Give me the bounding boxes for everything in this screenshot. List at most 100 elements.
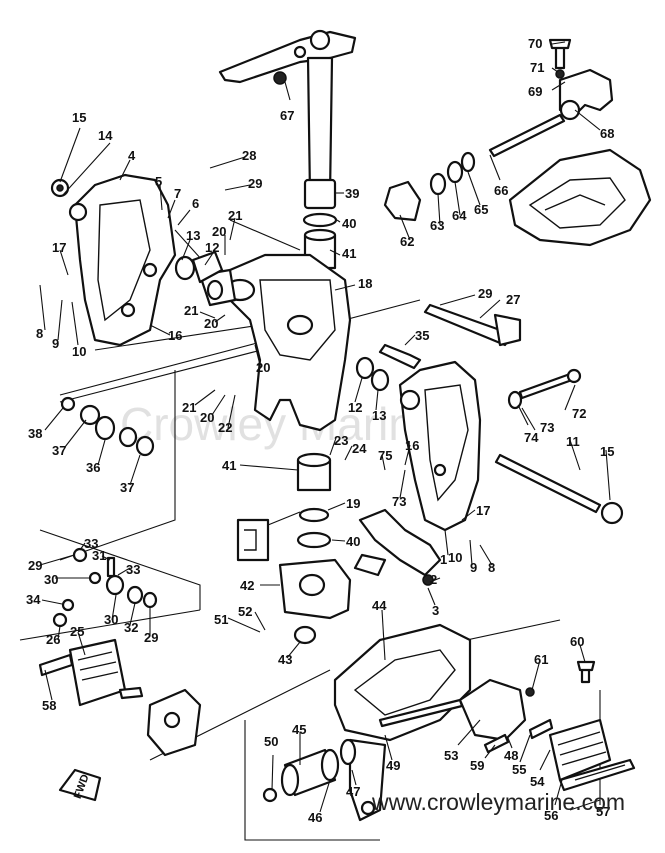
part-label-48: 48	[504, 748, 518, 763]
part-label-54: 54	[530, 774, 545, 789]
bushing-set-12-13-left	[174, 250, 224, 301]
part-label-34: 34	[26, 592, 41, 607]
part-label-40-bottom: 40	[346, 534, 360, 549]
leader-lines	[39, 41, 611, 813]
part-label-50: 50	[264, 734, 278, 749]
anode-56	[548, 718, 612, 782]
part-label-19: 19	[346, 496, 360, 511]
link-rod-27	[423, 303, 522, 347]
part-label-9-right: 9	[470, 560, 477, 575]
bracket-2	[353, 508, 442, 586]
bolt-72	[507, 368, 582, 410]
part-label-47: 47	[346, 784, 360, 799]
part-label-58: 58	[42, 698, 56, 713]
bushing-set-62-65	[383, 151, 476, 222]
part-label-66: 66	[494, 183, 508, 198]
part-label-2: 2	[430, 572, 437, 587]
part-label-25: 25	[70, 624, 84, 639]
inset-detail	[236, 511, 301, 562]
part-label-29-lowleft: 29	[28, 558, 42, 573]
part-label-43: 43	[278, 652, 292, 667]
part-label-16-right: 16	[405, 438, 419, 453]
trim-bracket-right-lower	[458, 678, 554, 754]
part-label-39: 39	[345, 186, 359, 201]
part-label-20-mid: 20	[204, 316, 218, 331]
clamp-bracket-left	[50, 173, 177, 347]
watermark-text: Crowley Marine	[120, 398, 440, 450]
part-label-24: 24	[352, 441, 367, 456]
part-label-67: 67	[280, 108, 294, 123]
part-number-labels: 70 71 69 68 67 15 14 4 28 29 39 40 66 65…	[26, 36, 614, 825]
clamp-bracket-right	[398, 360, 482, 532]
part-label-3: 3	[432, 603, 439, 618]
part-label-35: 35	[415, 328, 429, 343]
transom-plate	[508, 148, 652, 247]
part-label-49: 49	[386, 758, 400, 773]
part-label-26: 26	[46, 632, 60, 647]
part-label-5: 5	[155, 174, 162, 189]
part-label-73-right: 73	[540, 420, 554, 435]
steering-shaft	[302, 56, 338, 270]
swivel-bracket	[198, 253, 352, 432]
part-label-65: 65	[474, 202, 488, 217]
part-label-11: 11	[566, 434, 580, 449]
part-label-20-low: 20	[200, 410, 214, 425]
part-label-32: 32	[124, 620, 138, 635]
steering-arm	[218, 29, 357, 85]
part-label-16-left: 16	[168, 328, 182, 343]
part-label-63: 63	[430, 218, 444, 233]
bushing-set-12-13-right	[355, 356, 390, 392]
part-label-10-left: 10	[72, 344, 86, 359]
part-label-69: 69	[528, 84, 542, 99]
part-label-1: 1	[440, 552, 447, 567]
part-label-74: 74	[524, 430, 539, 445]
part-label-46: 46	[308, 810, 322, 825]
part-label-8-right: 8	[488, 560, 495, 575]
part-label-23: 23	[334, 433, 348, 448]
part-label-36: 36	[86, 460, 100, 475]
part-label-12-top: 12	[205, 240, 219, 255]
lower-mount-housing	[333, 623, 472, 822]
site-url: www.crowleymarine.com	[371, 789, 625, 815]
part-label-17-left: 17	[52, 240, 66, 255]
plate-57	[558, 758, 636, 792]
part-label-33-right: 33	[126, 562, 140, 577]
part-label-22: 22	[218, 420, 232, 435]
part-label-44: 44	[372, 598, 387, 613]
part-label-7: 7	[174, 186, 181, 201]
part-label-40-top: 40	[342, 216, 356, 231]
part-label-13-right: 13	[372, 408, 386, 423]
part-label-15: 15	[72, 110, 86, 125]
part-label-61: 61	[534, 652, 548, 667]
part-label-41-bottom: 41	[222, 458, 236, 473]
cover-plate-lower-left	[118, 686, 202, 757]
part-label-13-top: 13	[186, 228, 200, 243]
part-label-56: 56	[544, 808, 558, 823]
part-label-21-top: 21	[228, 208, 242, 223]
part-label-55: 55	[512, 762, 526, 777]
part-label-62: 62	[400, 234, 414, 249]
part-label-70: 70	[528, 36, 542, 51]
part-label-31: 31	[92, 548, 106, 563]
part-label-30-left: 30	[44, 572, 58, 587]
part-label-12-right: 12	[348, 400, 362, 415]
part-label-37-top: 37	[52, 443, 66, 458]
part-label-73-center: 73	[392, 494, 406, 509]
part-label-29-bottom: 29	[144, 630, 158, 645]
part-label-18: 18	[358, 276, 372, 291]
part-label-38: 38	[28, 426, 42, 441]
tilt-lock-assembly	[488, 38, 614, 158]
part-label-29-right: 29	[478, 286, 492, 301]
part-label-64: 64	[452, 208, 467, 223]
part-label-42: 42	[240, 578, 254, 593]
fwd-arrow-icon: FWD	[58, 768, 102, 802]
part-label-52: 52	[238, 604, 252, 619]
part-label-10-right: 10	[448, 550, 462, 565]
part-label-59: 59	[470, 758, 484, 773]
tilt-shaft	[494, 453, 624, 525]
part-label-17-right: 17	[476, 503, 490, 518]
part-label-60: 60	[570, 634, 584, 649]
part-label-20-center: 20	[256, 360, 270, 375]
part-label-68: 68	[600, 126, 614, 141]
